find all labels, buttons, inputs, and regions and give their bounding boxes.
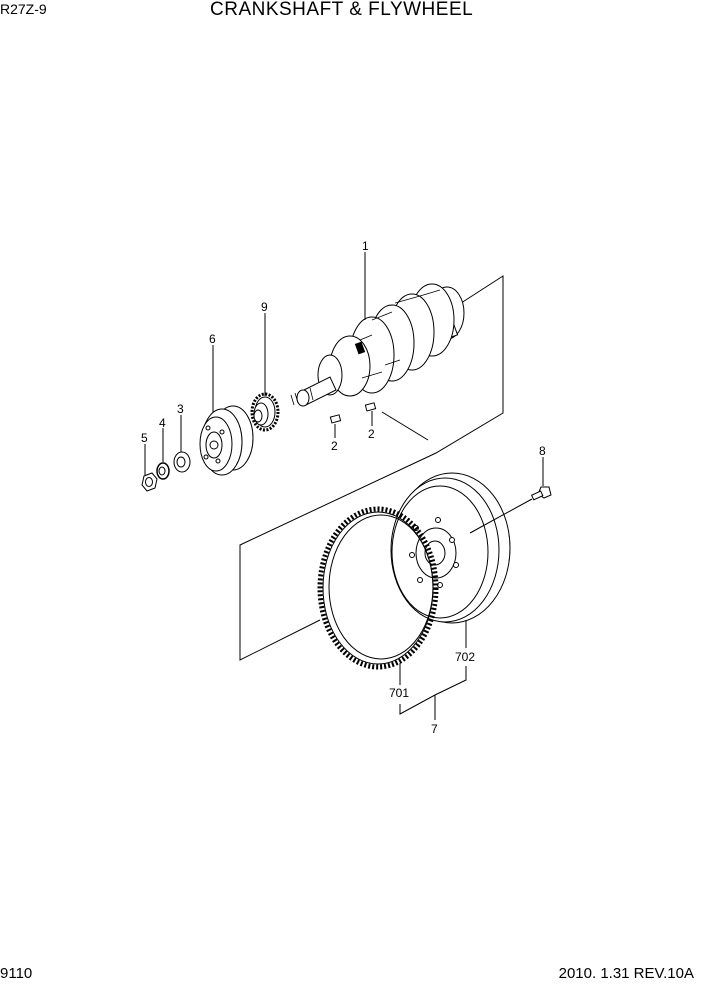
callout-2b: 2 (368, 427, 375, 441)
callout-702: 702 (455, 650, 475, 664)
lock-washer-icon (156, 462, 170, 480)
crankshaft-icon (290, 283, 465, 407)
assembly-frame (239, 275, 504, 661)
ring-gear-icon (317, 506, 439, 670)
callout-8: 8 (539, 444, 546, 458)
callout-4: 4 (159, 416, 166, 430)
callout-2a: 2 (331, 439, 338, 453)
leader-lines (144, 252, 544, 720)
model-code: R27Z-9 (0, 1, 47, 17)
page-number: 9110 (0, 965, 33, 982)
revision-date: 2010. 1.31 REV.10A (558, 965, 694, 982)
washer-icon (173, 451, 191, 473)
callout-3: 3 (177, 402, 184, 416)
nut-icon (141, 472, 158, 492)
callouts: 1 9 6 3 4 5 2 2 8 702 701 7 (141, 239, 546, 736)
bolt-icon (530, 486, 552, 501)
callout-6: 6 (209, 332, 216, 346)
gear-icon (250, 392, 280, 432)
pulley-icon (199, 405, 254, 476)
callout-7: 7 (431, 722, 438, 736)
callout-1: 1 (362, 239, 369, 253)
callout-9: 9 (261, 300, 268, 314)
callout-701: 701 (389, 686, 409, 700)
flywheel-icon (390, 472, 511, 624)
key-icon (329, 402, 377, 424)
callout-5: 5 (141, 431, 148, 445)
page-title: CRANKSHAFT & FLYWHEEL (210, 0, 474, 20)
